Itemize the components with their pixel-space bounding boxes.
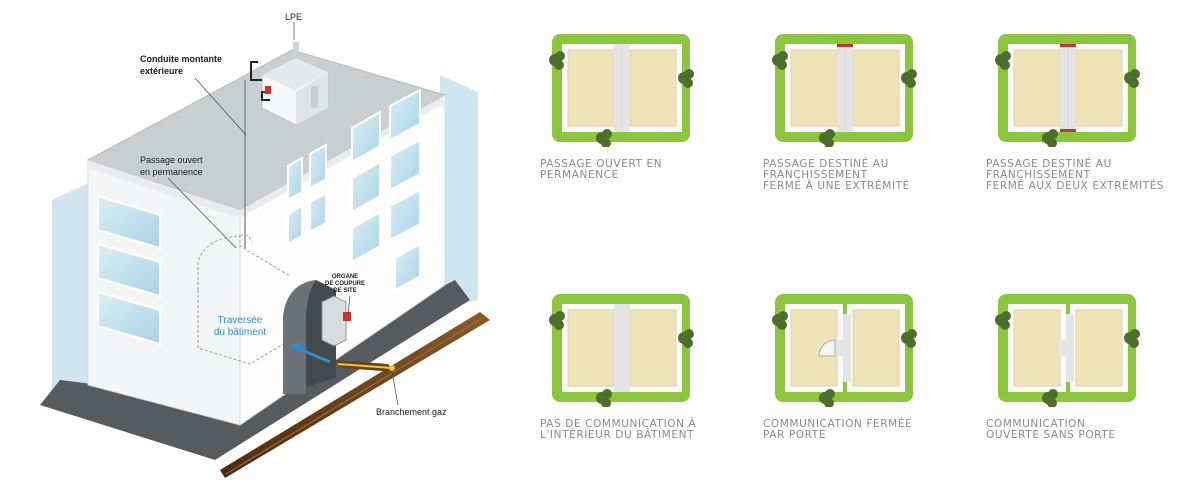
floor-plan — [549, 34, 694, 147]
label-branchement: Branchement gaz — [376, 407, 447, 417]
neighbor-building-right — [440, 75, 478, 310]
wall-opening — [835, 340, 845, 356]
bush-icon — [819, 389, 835, 407]
traversal-arrow — [290, 342, 331, 364]
bush-icon — [678, 69, 694, 88]
label-conduite: Conduite montante — [140, 54, 222, 64]
caption-line: OUVERTE SANS PORTE — [986, 429, 1116, 441]
bush-icon — [772, 51, 788, 70]
floor-plan — [772, 34, 917, 147]
caption-line: FERMÉ À UNE EXTRÉMITÉ — [763, 180, 910, 192]
caption-line: L'INTÉRIEUR DU BÂTIMENT — [540, 429, 695, 441]
caption-line: PAS DE COMMUNICATION À — [540, 418, 697, 430]
caption-line: PASSAGE DESTINÉ AU — [763, 158, 889, 170]
cutoff-box — [321, 295, 347, 347]
label-organe-2: DE COUPURE — [325, 281, 365, 287]
closure-bar-bottom — [1060, 129, 1076, 132]
door-swing-icon — [818, 339, 836, 357]
bush-icon — [678, 329, 694, 348]
bush-icon — [596, 129, 612, 147]
label-passage-2: en permanence — [140, 167, 203, 177]
bush-icon — [901, 329, 917, 348]
sidewalk — [40, 280, 470, 460]
building-illustration: LPE Conduite montante extérieure Passage… — [40, 12, 490, 478]
bush-icon — [901, 69, 917, 88]
bush-icon — [995, 51, 1011, 70]
riser-valve — [265, 86, 271, 94]
lpe-vent — [293, 42, 299, 54]
label-organe: ORGANE — [332, 274, 358, 280]
label-passage: Passage ouvert — [140, 155, 203, 165]
bush-icon — [1042, 129, 1058, 147]
caption-line: PASSAGE DESTINÉ AU — [986, 158, 1112, 170]
floor-plan — [995, 294, 1140, 407]
neighbor-building-left — [52, 180, 95, 400]
floor-plan — [549, 294, 694, 407]
wall-opening — [1058, 340, 1068, 356]
bush-icon — [772, 311, 788, 330]
label-traversee-2: du bâtiment — [214, 327, 266, 338]
bush-icon — [819, 129, 835, 147]
floor-plan — [772, 294, 917, 407]
riser-pipe — [250, 61, 262, 81]
closure-bar-top — [1060, 44, 1076, 47]
right-windows — [287, 88, 421, 292]
label-conduite-2: extérieure — [140, 66, 183, 76]
floor-plan — [995, 34, 1140, 147]
label-traversee: Traversée — [218, 315, 263, 326]
caption-line: PAR PORTE — [763, 429, 827, 441]
bush-icon — [549, 51, 565, 70]
bush-icon — [596, 389, 612, 407]
passage-corridor — [843, 314, 851, 382]
left-windows — [97, 194, 161, 346]
label-organe-3: DE SITE — [333, 288, 356, 294]
bush-icon — [1124, 69, 1140, 88]
caption-line: FRANCHISSEMENT — [986, 169, 1091, 181]
label-lpe: LPE — [285, 12, 302, 22]
passage-corridor — [1066, 314, 1074, 382]
caption-line: PASSAGE OUVERT EN — [540, 158, 663, 170]
caption-line: PERMANENCE — [540, 169, 619, 181]
bush-icon — [995, 311, 1011, 330]
passage-corridor — [614, 304, 630, 392]
caption-line: FERMÉ AUX DEUX EXTRÉMITÉS — [986, 180, 1165, 192]
closure-bar — [837, 44, 853, 47]
caption-line: FRANCHISSEMENT — [763, 169, 868, 181]
caption-line: COMMUNICATION — [986, 418, 1086, 430]
caption-line: COMMUNICATION FERMÉE — [763, 418, 913, 430]
bush-icon — [1042, 389, 1058, 407]
passage-outline — [197, 235, 291, 365]
bush-icon — [1124, 329, 1140, 348]
bush-icon — [549, 311, 565, 330]
